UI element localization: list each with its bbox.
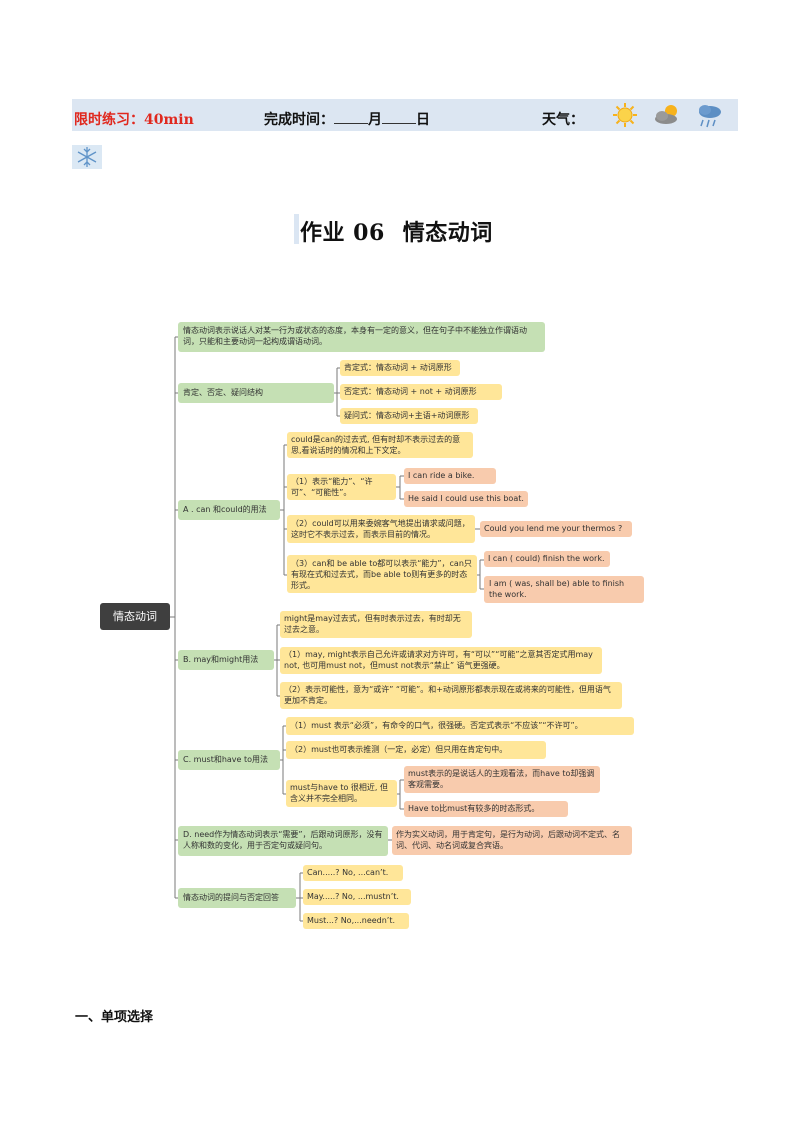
day-blank[interactable] (382, 111, 416, 124)
completion-label: 完成时间： (264, 112, 334, 128)
answers-node: 情态动词的提问与否定回答 (178, 888, 296, 908)
must-have-to-node: C. must和have to用法 (178, 750, 280, 770)
could-polite-node: （2）could可以用来委婉客气地提出请求或问题，这时它不表示过去，而表示目前的… (287, 515, 475, 543)
need-notional-node: 作为实义动词，用于肯定句，是行为动词，后跟动词不定式、名词、代词、动名词或复合宾… (392, 826, 632, 855)
must-subjective-node: must表示的是说话人的主观看法，而have to却强调客观需要。 (404, 766, 600, 793)
title-part2: 情态动词 (402, 220, 493, 246)
title-accent-bar (294, 214, 299, 244)
may-might-node: B. may和might用法 (178, 650, 274, 670)
definition-node: 情态动词表示说话人对某一行为或状态的态度，本身有一定的意义，但在句子中不能独立作… (178, 322, 545, 352)
may-permission-node: （1）may, might表示自己允许或请求对方许可，有“可以”“可能”之意其否… (280, 647, 602, 674)
be-able-example-1: I can ( could) finish the work. (484, 551, 610, 567)
answer-must-node: Must...? No,...needn’t. (303, 913, 409, 929)
must-obligation-node: （1）must 表示“必须”，有命令的口气，很强硬。否定式表示“不应该”“不许可… (286, 717, 634, 735)
rain-cloud-icon (699, 105, 721, 128)
snowflake-icon (72, 145, 102, 169)
be-able-to-node: （3）can和 be able to都可以表示“能力”，can只有现在式和过去式… (287, 555, 477, 593)
could-past-node: could是can的过去式, 但有时却不表示过去的意思,看说话时的情况和上下文定… (287, 432, 473, 458)
must-vs-have-to-node: must与have to 很相近, 但含义并不完全相同。 (286, 780, 397, 807)
may-possibility-node: （2）表示可能性，意为“或许” “可能”。和+动词原形都表示现在或将来的可能性，… (280, 682, 622, 709)
day-label: 日 (416, 112, 430, 128)
can-example-1: I can ride a bike. (404, 468, 496, 484)
answer-may-node: May.....? No, ...mustn’t. (303, 889, 411, 905)
time-limit-label: 限时练习：40min (74, 112, 194, 128)
mindmap-root: 情态动词 (100, 603, 170, 630)
be-able-example-2: I am ( was, shall be) able to finish the… (484, 576, 644, 603)
page-title: 作业 06 情态动词 (300, 215, 493, 247)
section-heading: 一、单项选择 (75, 1010, 154, 1025)
month-blank[interactable] (334, 111, 368, 124)
sun-icon (613, 103, 637, 127)
answer-can-node: Can.....? No, ...can’t. (303, 865, 403, 881)
can-could-node: A . can 和could的用法 (178, 500, 280, 520)
might-past-node: might是may过去式，但有时表示过去，有时却无过去之意。 (280, 611, 472, 638)
can-example-2: He said I could use this boat. (404, 491, 528, 507)
need-node: D. need作为情态动词表示“需要”，后跟动词原形，没有人称和数的变化，用于否… (178, 826, 388, 856)
structure-node: 肯定、否定、疑问结构 (178, 383, 334, 403)
could-example: Could you lend me your thermos ? (480, 521, 632, 537)
can-ability-node: （1）表示“能力”、“许可”、“可能性”。 (287, 474, 396, 500)
weather-label: 天气： (542, 112, 584, 128)
title-part1: 作业 06 (300, 220, 385, 246)
affirmative-form-node: 肯定式：情态动词 + 动词原形 (340, 360, 460, 376)
completion-time-label: 完成时间： 月 日 (264, 109, 430, 129)
must-inference-node: （2）must也可表示推测（一定，必定）但只用在肯定句中。 (286, 741, 546, 759)
partly-cloudy-icon (655, 105, 677, 124)
header-strip: 限时练习：40min 完成时间： 月 日 天气： (72, 99, 738, 131)
question-form-node: 疑问式：情态动词+主语+动词原形 (340, 408, 478, 424)
have-to-tenses-node: Have to比must有较多的时态形式。 (404, 801, 568, 817)
month-label: 月 (368, 112, 382, 128)
negative-form-node: 否定式：情态动词 + not + 动词原形 (340, 384, 502, 400)
